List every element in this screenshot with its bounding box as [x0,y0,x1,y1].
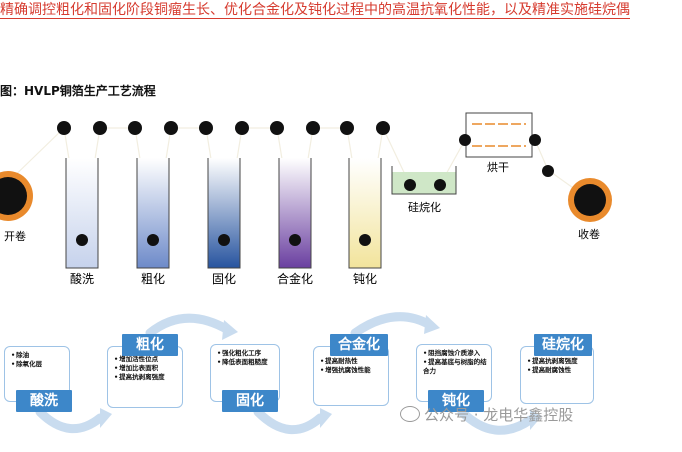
rewind-label: 收卷 [578,227,600,241]
bullet: 增强抗腐蚀性能 [320,366,384,375]
bullet: 增加活性位点 [114,355,178,364]
bullet: 除油 [11,351,65,360]
watermark: 公众号 · 龙电华鑫控股 [400,404,573,425]
step-label-silane: 硅烷化 [534,334,592,356]
figure-caption: 图：HVLP铜箔生产工艺流程 [0,84,156,98]
top-rollers [57,121,390,135]
bullet: 提高耐腐蚀性 [527,366,589,375]
bullet: 增加比表面积 [114,364,178,373]
bullet: 提高耐热性 [320,357,384,366]
watermark-text: 公众号 · 龙电华鑫控股 [424,406,574,424]
step-card-roughening: 增加活性位点 增加比表面积 提高抗剥离强度 [107,346,183,408]
tank-label-passivation: 钝化 [353,272,377,286]
dryer-box [459,112,554,177]
bullet: 除氧化层 [11,360,65,369]
silane-label: 硅烷化 [408,200,441,214]
tank-label-pickling: 酸洗 [70,271,94,286]
bullet: 提高基底与树脂的结合力 [423,358,487,376]
tank-curing [207,158,241,269]
tank-pickling [65,158,99,269]
unwind-coil-icon [0,171,33,221]
tank-roughening [136,158,170,269]
silane-tank [391,166,457,195]
unwind-label: 开卷 [4,229,26,243]
step-label-alloying: 合金化 [330,334,388,356]
top-text-line: 精确调控粗化和固化阶段铜瘤生长、优化合金化及钝化过程中的高温抗氧化性能，以及精准… [0,2,630,19]
step-label-curing: 固化 [222,390,278,412]
step-label-roughening: 粗化 [122,334,178,356]
flow-arrow-heads [100,315,542,430]
bullet: 提高抗剥离强度 [114,373,178,382]
tank-passivation [348,158,382,269]
tank-label-alloying: 合金化 [277,271,313,286]
dryer-label: 烘干 [487,160,509,174]
bullet: 提高抗剥离强度 [527,357,589,366]
step-card-alloying: 提高耐热性 增强抗腐蚀性能 [313,346,389,406]
flow-arrows [35,312,535,435]
step-label-pickling: 酸洗 [16,390,72,412]
rewind-coil-icon [568,178,612,222]
wechat-icon [400,406,420,422]
tank-alloying [278,158,312,269]
bullet: 降低表面粗糙度 [217,358,275,367]
bullet: 阻挡腐蚀介质渗入 [423,349,487,358]
bullet: 强化粗化工序 [217,349,275,358]
step-label-passivation: 钝化 [428,390,484,412]
tank-label-roughening: 粗化 [141,272,165,286]
tank-label-curing: 固化 [212,272,236,286]
